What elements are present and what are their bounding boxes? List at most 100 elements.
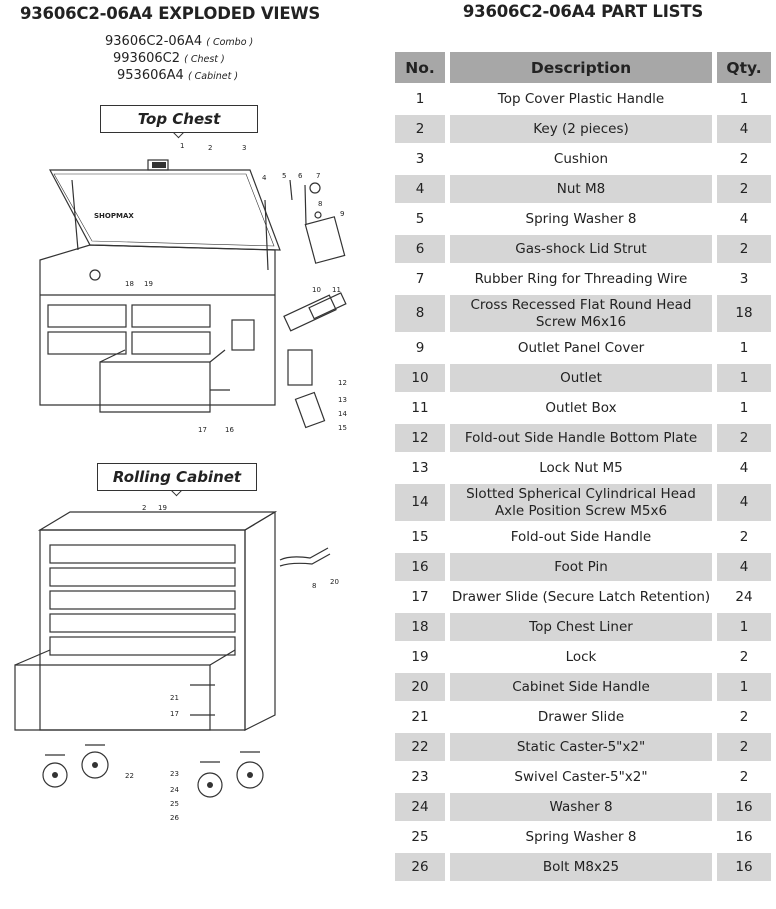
row-qty: 4 (739, 210, 749, 227)
row-description: Outlet Panel Cover (517, 339, 645, 356)
table-header-row: No. Description Qty. (395, 52, 771, 83)
header-gap (445, 52, 450, 83)
row-no: 19 (411, 648, 429, 665)
callout-21: 21 (170, 694, 179, 702)
row-description: Outlet Box (545, 399, 617, 416)
row-description: Lock (565, 648, 597, 665)
callout-3: 3 (242, 144, 246, 152)
row-no: 24 (395, 793, 445, 821)
row-qty: 4 (717, 553, 771, 581)
table-row: 1 Top Cover Plastic Handle 1 (395, 85, 771, 113)
callout-6: 6 (298, 172, 303, 180)
row-gap (712, 763, 717, 791)
row-gap (712, 295, 717, 332)
row-no: 21 (411, 708, 429, 725)
row-gap (445, 364, 450, 392)
row-no: 1 (415, 90, 425, 107)
row-gap (445, 793, 450, 821)
row-qty: 1 (739, 90, 749, 107)
row-gap (445, 334, 450, 362)
row-qty: 24 (735, 588, 753, 605)
row-gap (445, 703, 450, 731)
row-gap (712, 394, 717, 422)
row-no: 14 (395, 484, 445, 521)
row-description: Foot Pin (450, 553, 712, 581)
row-gap (712, 673, 717, 701)
row-no: 12 (395, 424, 445, 452)
row-gap (712, 703, 717, 731)
row-gap (445, 823, 450, 851)
row-description: Rubber Ring for Threading Wire (474, 270, 688, 287)
row-qty: 2 (739, 768, 749, 785)
callout-15: 15 (338, 424, 347, 432)
row-gap (445, 175, 450, 203)
model-code: 953606A4 (117, 68, 184, 83)
callout-18: 18 (125, 280, 134, 288)
row-no: 6 (395, 235, 445, 263)
callout-26: 26 (170, 814, 179, 822)
row-no: 15 (411, 528, 429, 545)
callout-17: 17 (170, 710, 179, 718)
callout-8: 8 (312, 582, 316, 590)
callout-7: 7 (316, 172, 320, 180)
row-qty: 18 (717, 295, 771, 332)
row-description: Gas-shock Lid Strut (450, 235, 712, 263)
row-description: Spring Washer 8 (525, 828, 637, 845)
row-description: Top Cover Plastic Handle (497, 90, 665, 107)
exploded-views-title: 93606C2-06A4 EXPLODED VIEWS (20, 4, 321, 23)
model-note: ( Combo ) (206, 37, 254, 48)
callout-2: 2 (208, 144, 212, 152)
row-gap (712, 424, 717, 452)
row-gap (445, 145, 450, 173)
row-gap (712, 643, 717, 671)
row-gap (712, 235, 717, 263)
row-gap (445, 235, 450, 263)
row-gap (712, 613, 717, 641)
model-note: ( Cabinet ) (187, 71, 239, 82)
model-combo: 93606C2-06A4 ( Combo ) (105, 34, 253, 49)
callout-13: 13 (338, 396, 347, 404)
row-description: Cabinet Side Handle (450, 673, 712, 701)
row-description: Fold-out Side Handle Bottom Plate (450, 424, 712, 452)
row-description: Bolt M8x25 (450, 853, 712, 881)
row-description: Slotted Spherical Cylindrical Head Axle … (450, 484, 712, 521)
callout-8: 8 (318, 200, 322, 208)
callout-16: 16 (225, 426, 234, 434)
row-no: 8 (395, 295, 445, 332)
row-gap (712, 733, 717, 761)
callout-23: 23 (170, 770, 179, 778)
row-gap (445, 553, 450, 581)
model-note: ( Chest ) (184, 54, 225, 65)
row-description: Fold-out Side Handle (510, 528, 652, 545)
row-gap (445, 733, 450, 761)
row-no: 11 (411, 399, 429, 416)
row-no: 18 (395, 613, 445, 641)
row-gap (445, 484, 450, 521)
row-qty: 16 (735, 828, 753, 845)
row-description: Drawer Slide (Secure Latch Retention) (451, 588, 711, 605)
callout-4: 4 (262, 174, 267, 182)
callout-25: 25 (170, 800, 179, 808)
row-description: Lock Nut M5 (539, 459, 623, 476)
header-gap (712, 52, 717, 83)
callout-14: 14 (338, 410, 347, 418)
row-qty: 2 (739, 708, 749, 725)
row-gap (445, 205, 450, 233)
row-gap (712, 85, 717, 113)
row-gap (712, 115, 717, 143)
row-qty: 1 (739, 339, 749, 356)
row-gap (445, 853, 450, 881)
row-gap (712, 523, 717, 551)
